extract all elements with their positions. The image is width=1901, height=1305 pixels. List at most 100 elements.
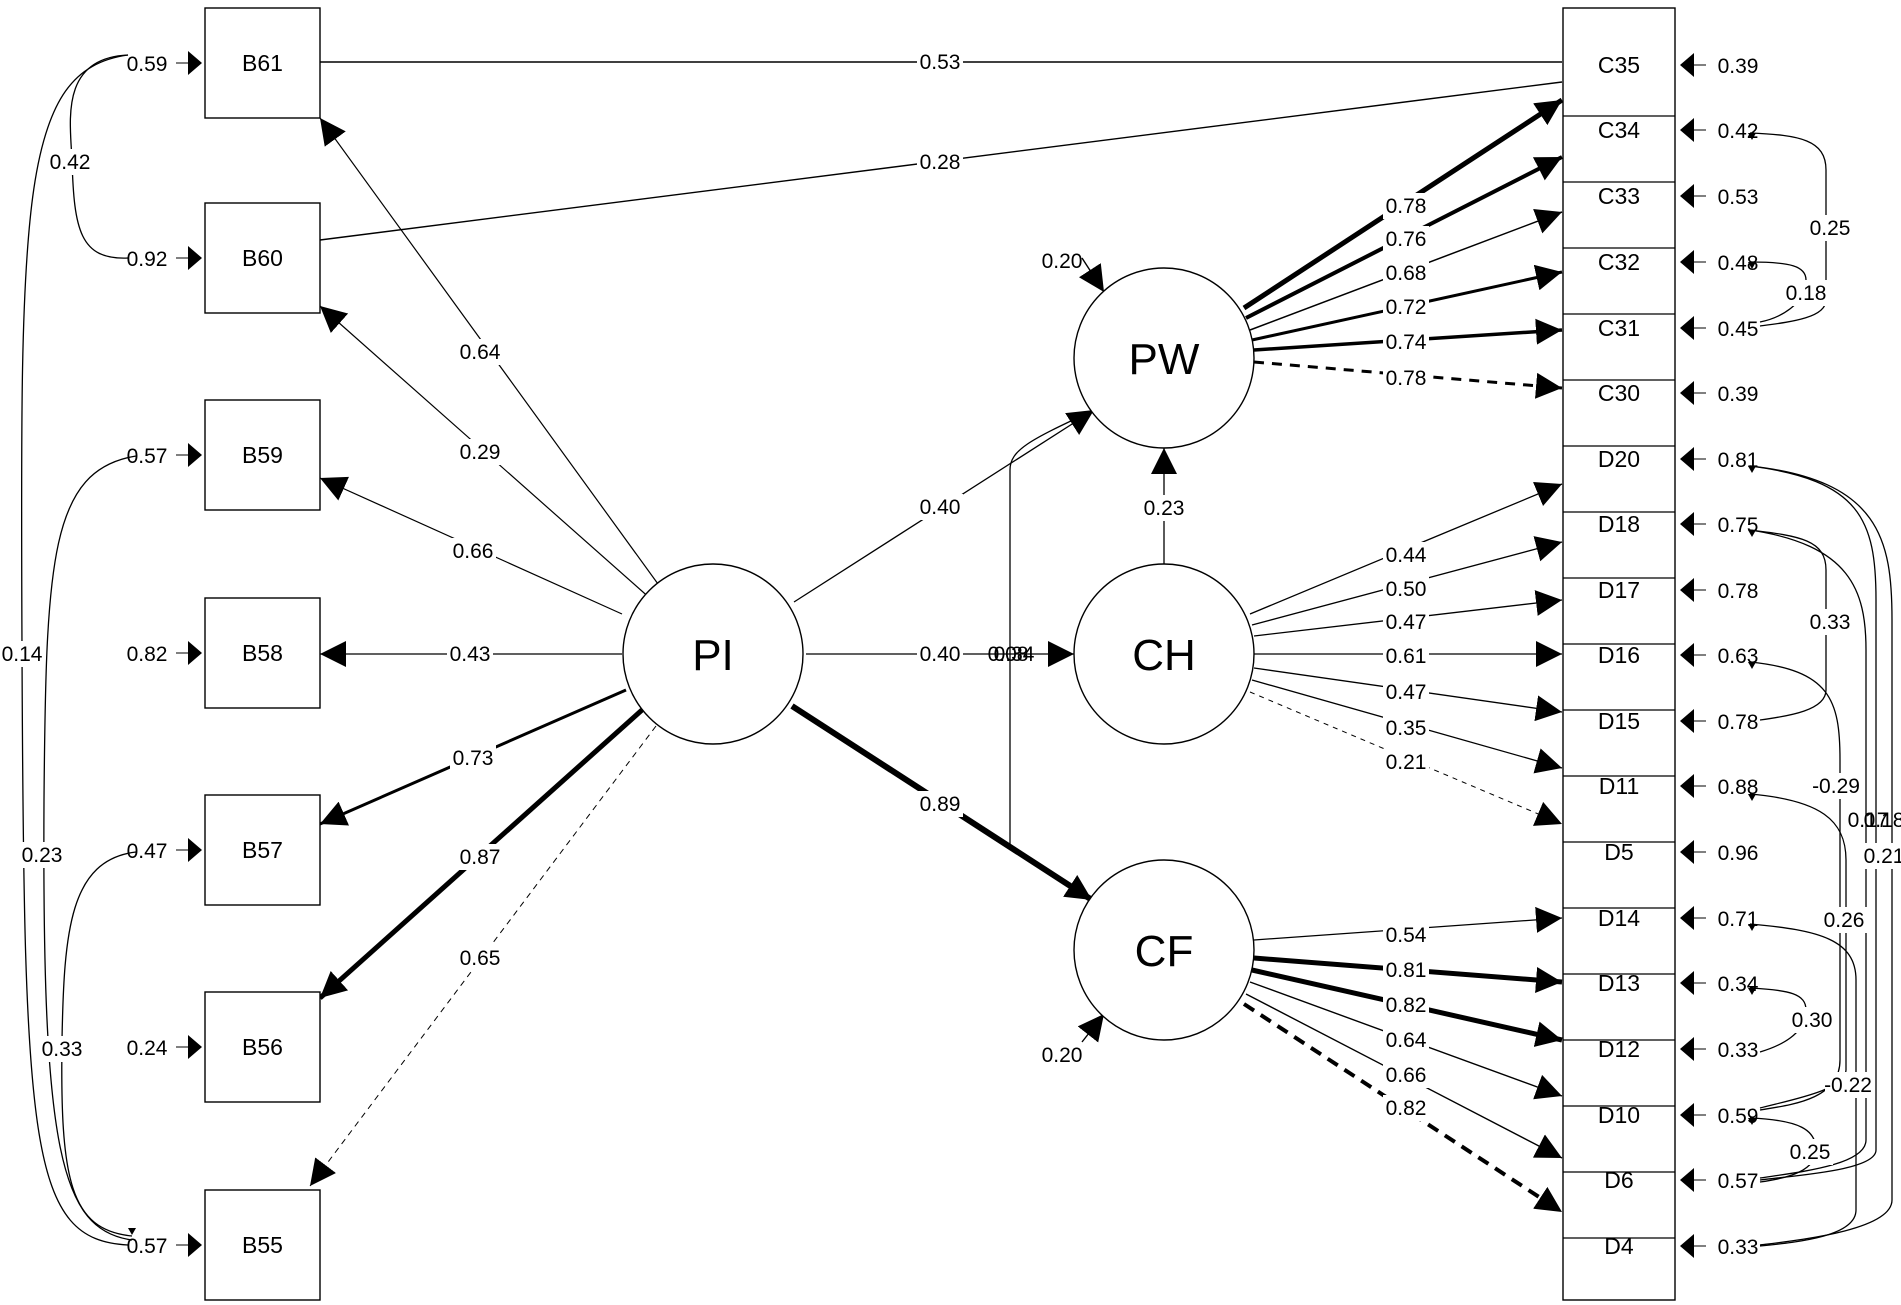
cov-tip-7: [1748, 988, 1756, 995]
error-value-D16: 0.63: [1718, 645, 1759, 668]
error-arrow-D4: [1680, 1234, 1694, 1258]
box-label-B57: B57: [242, 837, 283, 863]
error-value-B61: 0.59: [127, 53, 168, 76]
latent-CF: [1073, 859, 1255, 1041]
ch-loading-value-0-group: 0.44: [1383, 542, 1429, 568]
error-arrow-B60: [188, 246, 202, 270]
error-arrow-D17: [1680, 578, 1694, 602]
indicator-column: [1562, 7, 1676, 1301]
indicator-label-D15: D15: [1598, 708, 1640, 734]
error-arrow-D5: [1680, 840, 1694, 864]
cov-curve-D20-D4: [1749, 465, 1893, 1246]
error-arrow-B55: [188, 1233, 202, 1257]
loading-value-B55-bg: [457, 945, 503, 971]
pw-loading-value-0-group: 0.78: [1383, 193, 1429, 219]
cov-value-B57-B55-group: 0.33: [39, 1036, 85, 1062]
latent-label-CF: CF: [1135, 927, 1194, 976]
box-B61: [204, 7, 321, 119]
pw-loading-value-4-bg: [1383, 329, 1429, 355]
cov-value-D13-D12: 0.30: [1792, 1009, 1833, 1032]
cov-value-D20-D6-group: 0.17: [1848, 809, 1889, 832]
cf-loading-value-2-bg: [1383, 992, 1429, 1018]
loading-value-B61-bg: [457, 339, 503, 365]
ch-loading-value-5-bg: [1383, 715, 1429, 741]
ch-loading-value-1-bg: [1383, 576, 1429, 602]
cov-value-D18-D15: 0.33: [1810, 611, 1851, 634]
cross-loading-value-B60-C35-group: 0.28: [917, 149, 963, 175]
cf-loading-value-4-group: 0.66: [1383, 1062, 1429, 1088]
cov-tip-1: [1748, 262, 1756, 269]
error-arrow-C32: [1680, 250, 1694, 274]
error-value-B58: 0.82: [127, 643, 168, 666]
structural-value-CF-CH: 0.34: [994, 643, 1035, 666]
ch-loading-value-2: 0.47: [1386, 611, 1427, 634]
error-value-D14: 0.71: [1718, 908, 1759, 931]
loading-value-B58-bg: [447, 641, 493, 667]
cov-value-D14-D4-group: 0.26: [1821, 907, 1867, 933]
box-B55: [204, 1189, 321, 1301]
structural-value-PI-PW-group: 0.40: [917, 494, 963, 520]
error-arrow-B57: [188, 838, 202, 862]
cf-loading-value-5-bg: [1383, 1095, 1429, 1121]
error-arrow-B58: [188, 641, 202, 665]
cov-value-D14-D4-bg: [1821, 907, 1867, 933]
loading-value-B57: 0.73: [453, 747, 494, 770]
latent-label-PW: PW: [1129, 335, 1200, 384]
cross-loading-value-B61-C35-bg: [917, 49, 963, 75]
error-arrow-C35: [1680, 53, 1694, 77]
cov-value-D11-D14: -0.22: [1824, 1074, 1872, 1097]
loading-value-B55: 0.65: [460, 947, 501, 970]
latent-PI: [622, 563, 804, 745]
box-B59: [204, 399, 321, 511]
pw-loading-value-2: 0.68: [1386, 262, 1427, 285]
error-value-B56: 0.24: [127, 1037, 168, 1060]
loading-value-B60: 0.29: [460, 441, 501, 464]
cov-value-D16-D10-group: -0.29: [1812, 773, 1860, 799]
shape-layer: [128, 7, 1756, 1301]
error-arrow-B56: [188, 1035, 202, 1059]
cf-loading-value-5: 0.82: [1386, 1097, 1427, 1120]
cf-loading-value-0: 0.54: [1386, 924, 1427, 947]
ch-loading-value-0: 0.44: [1386, 544, 1427, 567]
cov-value-B61-B55-group: 0.14: [0, 641, 45, 667]
ch-loading-value-3: 0.61: [1386, 645, 1427, 668]
pw-loading-value-1: 0.76: [1386, 228, 1427, 251]
error-arrow-B59: [188, 443, 202, 467]
loading-value-B60-bg: [457, 439, 503, 465]
cov-value-B61-B55-bg: [0, 641, 45, 667]
cf-loading-value-2: 0.82: [1386, 994, 1427, 1017]
indicator-label-D11: D11: [1599, 773, 1640, 799]
cov-value-D14-D4: 0.26: [1824, 909, 1865, 932]
cov-value-B61-B60-bg: [47, 149, 93, 175]
pw-loading-path-5: [1253, 360, 1563, 399]
indicator-label-D6: D6: [1604, 1167, 1633, 1193]
structural-value-PI-CF: 0.89: [920, 793, 961, 816]
cov-value-B59-B55-group: 0.23: [19, 842, 65, 868]
cf-loading-value-5-group: 0.82: [1383, 1095, 1429, 1121]
error-value-D12: 0.33: [1718, 1039, 1759, 1062]
error-value-D15: 0.78: [1718, 711, 1759, 734]
cf-loading-value-3: 0.64: [1386, 1029, 1427, 1052]
error-arrow-C31: [1680, 316, 1694, 340]
indicator-label-C33: C33: [1598, 183, 1640, 209]
structural-value-CH-PW: 0.23: [1144, 497, 1185, 520]
loading-value-B57-group: 0.73: [450, 745, 496, 771]
cf-loading-value-3-bg: [1383, 1027, 1429, 1053]
pw-loading-value-0-bg: [1383, 193, 1429, 219]
structural-value-PI-CH: 0.40: [920, 643, 961, 666]
cov-tip-4: [1748, 662, 1756, 669]
structural-path-CF-PW: [1009, 411, 1091, 845]
ch-loading-value-3-group: 0.61: [1383, 643, 1429, 669]
cov-value-C32-C31: 0.18: [1786, 282, 1827, 305]
indicator-label-D18: D18: [1598, 511, 1640, 537]
cov-tip-0: [1748, 133, 1756, 140]
pw-loading-value-5-bg: [1383, 365, 1429, 391]
error-arrow-D6: [1680, 1168, 1694, 1192]
pw-loading-value-2-group: 0.68: [1383, 260, 1429, 286]
loading-value-B59-group: 0.66: [450, 538, 496, 564]
cov-tip-6: [1748, 924, 1756, 931]
cross-loading-value-B60-C35: 0.28: [920, 151, 961, 174]
cov-value-D16-D10-bg: [1813, 773, 1859, 799]
indicator-label-D17: D17: [1598, 577, 1640, 603]
cov-value-D18-D15-group: 0.33: [1807, 609, 1853, 635]
